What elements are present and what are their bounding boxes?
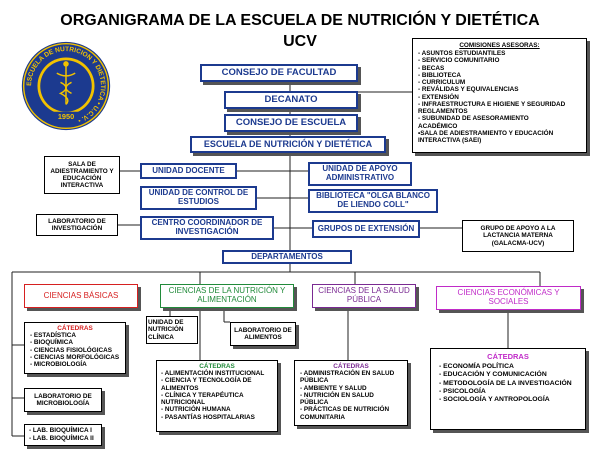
dept-ciencias-economicas: CIENCIAS ECONÓMICAS Y SOCIALES — [436, 286, 581, 310]
salud-catedras-box: CÁTEDRAS - ADMINISTRACIÓN EN SALUD PÚBLI… — [294, 360, 408, 426]
nutricion-catedras-list: - ALIMENTACIÓN INSTITUCIONAL- CIENCIA Y … — [161, 370, 273, 421]
lab-bioquimica-box: - LAB. BIOQUÍMICA I- LAB. BIOQUÍMICA II — [24, 424, 102, 446]
list-item: - CLÍNICA Y TERAPÉUTICA NUTRICIONAL — [161, 391, 244, 407]
list-item: •SALA DE ADIESTRAMIENTO Y EDUCACIÓN INTE… — [418, 129, 554, 145]
dept-ciencias-nutricion: CIENCIAS DE LA NUTRICIÓN Y ALIMENTACIÓN — [160, 284, 294, 308]
list-item: - METODOLOGÍA DE LA INVESTIGACIÓN — [439, 379, 572, 387]
list-item: - LAB. BIOQUÍMICA II — [29, 434, 94, 442]
galacma-box: GRUPO DE APOYO A LA LACTANCIA MATERNA (G… — [462, 220, 574, 252]
dept-ciencias-basicas: CIENCIAS BÁSICAS — [24, 284, 138, 308]
list-item: - PASANTÍAS HOSPITALARIAS — [161, 413, 255, 421]
comisiones-header: COMISIONES ASESORAS: — [459, 42, 540, 49]
lab-microbiologia-box: LABORATORIO DE MICROBIOLOGÍA — [24, 388, 102, 412]
list-item: - INFRAESTRUCTURA E HIGIENE Y SEGURIDAD — [418, 100, 566, 108]
list-item: - BIOQUÍMICA — [30, 339, 73, 347]
list-item: - MICROBIOLOGÍA — [30, 360, 87, 368]
unidad-apoyo-box: UNIDAD DE APOYO ADMINISTRATIVO — [308, 162, 412, 186]
list-item: - NUTRICIÓN HUMANA — [161, 406, 231, 414]
nutricion-catedras-header: CÁTEDRAS — [199, 363, 235, 370]
chart-subtitle: UCV — [283, 33, 317, 50]
lab-alimentos-box: LABORATORIO DE ALIMENTOS — [230, 322, 296, 346]
biblioteca-box: BIBLIOTECA "OLGA BLANCO DE LIENDO COLL" — [308, 189, 438, 213]
lab-investigacion-box: LABORATORIO DE INVESTIGACIÓN — [36, 214, 118, 236]
list-item: - AMBIENTE Y SALUD — [300, 384, 367, 392]
list-item: - PSICOLOGÍA — [439, 387, 486, 395]
consejo-facultad-box: CONSEJO DE FACULTAD — [200, 64, 358, 82]
list-item: - ADMINISTRACIÓN EN SALUD PÚBLICA — [300, 370, 395, 385]
list-item: - REVÁLIDAS Y EQUIVALENCIAS — [418, 86, 519, 94]
list-item: - EXTENSIÓN — [418, 93, 459, 101]
dept-ciencias-salud: CIENCIAS DE LA SALUD PÚBLICA — [312, 284, 416, 308]
economicas-catedras-header: CÁTEDRAS — [487, 352, 529, 361]
economicas-catedras-box: CÁTEDRAS - ECONOMÍA POLÍTICA- EDUCACIÓN … — [430, 348, 586, 430]
grupos-extension-box: GRUPOS DE EXTENSIÓN — [312, 220, 420, 238]
list-item: - ECONOMÍA POLÍTICA — [439, 363, 514, 371]
sala-adiestramiento-box: SALA DE ADIESTRAMIENTO Y EDUCACIÓN INTER… — [44, 156, 120, 194]
departamentos-box: DEPARTAMENTOS — [222, 250, 352, 264]
list-item: - PRÁCTICAS DE NUTRICIÓN COMUNITARIA — [300, 406, 390, 421]
consejo-escuela-box: CONSEJO DE ESCUELA — [224, 114, 358, 132]
list-item: - ESTADÍSTICA — [30, 332, 77, 340]
list-item: - LAB. BIOQUÍMICA I — [29, 427, 92, 434]
list-item: - SERVICIO COMUNITARIO — [418, 57, 500, 65]
list-item: - SUBUNIDAD DE ASESORAMIENTO — [418, 115, 529, 123]
list-item: - BIBLIOTECA — [418, 71, 461, 79]
list-item: - NUTRICIÓN EN SALUD PÚBLICA — [300, 391, 374, 407]
seal-year: 1950 — [58, 112, 74, 121]
unidad-nutricion-clinica-box: UNIDAD DE NUTRICIÓN CLÍNICA — [146, 316, 198, 344]
list-item: REGLAMENTOS — [418, 108, 468, 116]
list-item: - CIENCIAS MORFOLÓGICAS — [30, 353, 120, 361]
list-item: - CIENCIA Y TECNOLOGÍA DE ALIMENTOS — [161, 377, 252, 392]
lab-bioquimica-list: - LAB. BIOQUÍMICA I- LAB. BIOQUÍMICA II — [29, 427, 97, 442]
basicas-catedras-header: CÁTEDRAS — [57, 325, 93, 332]
list-item: - CURRICULUM — [418, 79, 466, 87]
list-item: - ALIMENTACIÓN INSTITUCIONAL — [161, 370, 265, 378]
centro-coordinador-box: CENTRO COORDINADOR DE INVESTIGACIÓN — [140, 216, 274, 240]
comisiones-asesoras-box: COMISIONES ASESORAS: - ASUNTOS ESTUDIANT… — [412, 38, 587, 153]
basicas-catedras-list: - ESTADÍSTICA- BIOQUÍMICA- CIENCIAS FISI… — [30, 332, 120, 368]
list-item: - SOCIOLOGÍA Y ANTROPOLOGÍA — [439, 396, 550, 404]
unidad-control-box: UNIDAD DE CONTROL DE ESTUDIOS — [140, 186, 257, 210]
list-item: - ASUNTOS ESTUDIANTILES — [418, 50, 506, 58]
list-item: ACADÉMICO — [418, 122, 458, 130]
list-item: - BECAS — [418, 64, 445, 72]
list-item: - EDUCACIÓN Y COMUNICACIÓN — [439, 371, 547, 379]
unidad-docente-box: UNIDAD DOCENTE — [140, 163, 237, 179]
nutricion-catedras-box: CÁTEDRAS - ALIMENTACIÓN INSTITUCIONAL- C… — [156, 360, 278, 432]
list-item: - CIENCIAS FISIOLÓGICAS — [30, 346, 113, 354]
salud-catedras-header: CÁTEDRAS — [333, 363, 369, 370]
salud-catedras-list: - ADMINISTRACIÓN EN SALUD PÚBLICA- AMBIE… — [300, 370, 402, 421]
chart-title: ORGANIGRAMA DE LA ESCUELA DE NUTRICIÓN Y… — [60, 12, 540, 29]
escuela-box: ESCUELA DE NUTRICIÓN Y DIETÉTICA — [190, 136, 386, 153]
comisiones-list: - ASUNTOS ESTUDIANTILES- SERVICIO COMUNI… — [418, 50, 581, 144]
ucv-seal-logo: ESCUELA DE NUTRICION Y DIETETICA • U.C.V… — [21, 41, 111, 131]
economicas-catedras-list: - ECONOMÍA POLÍTICA- EDUCACIÓN Y COMUNIC… — [439, 363, 577, 404]
decanato-box: DECANATO — [224, 91, 358, 109]
basicas-catedras-box: CÁTEDRAS - ESTADÍSTICA- BIOQUÍMICA- CIEN… — [24, 322, 126, 374]
